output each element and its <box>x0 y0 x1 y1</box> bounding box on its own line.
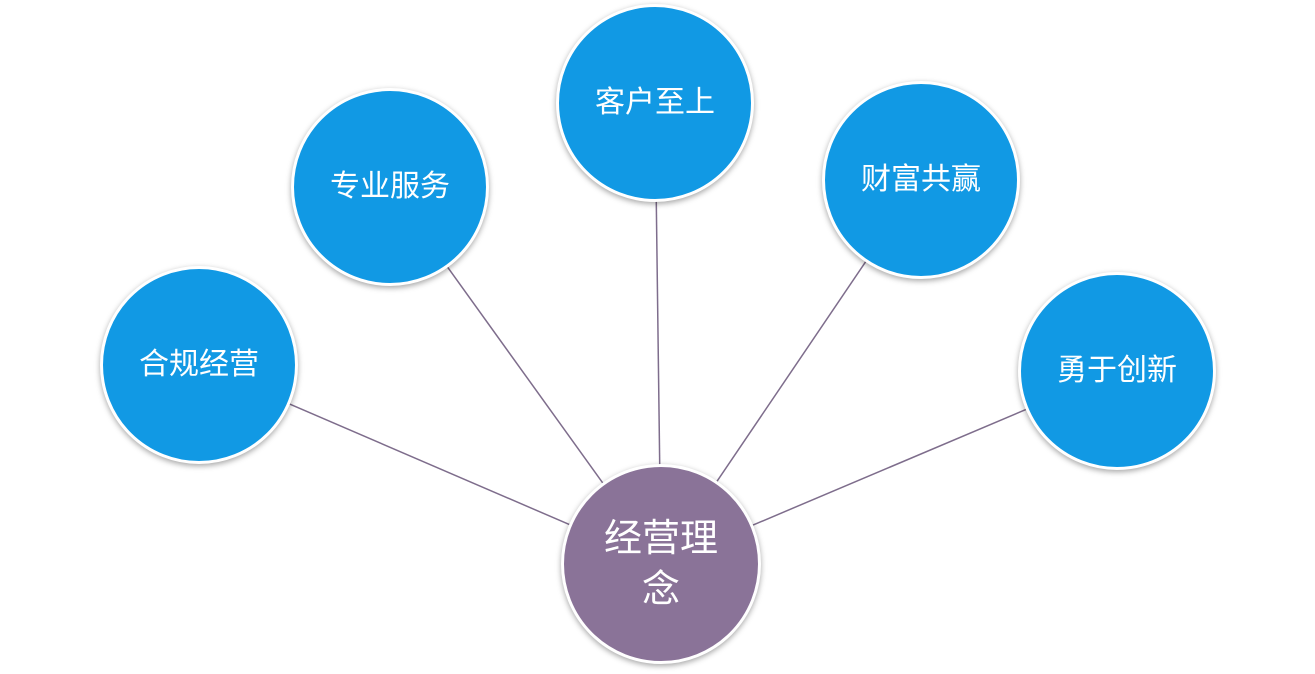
center-node: 经营理念 <box>561 464 761 664</box>
node-professional-service: 专业服务 <box>291 88 489 286</box>
node-compliance: 合规经营 <box>100 266 298 464</box>
node-shared-wealth: 财富共赢 <box>822 81 1020 279</box>
node-label: 专业服务 <box>330 168 450 204</box>
node-label: 勇于创新 <box>1057 352 1177 388</box>
node-innovation: 勇于创新 <box>1018 272 1216 470</box>
node-label: 合规经营 <box>139 346 259 382</box>
node-customer-first: 客户至上 <box>556 4 754 202</box>
node-label: 客户至上 <box>595 84 715 120</box>
center-label: 经营理念 <box>604 515 719 611</box>
node-label: 财富共赢 <box>861 161 981 197</box>
